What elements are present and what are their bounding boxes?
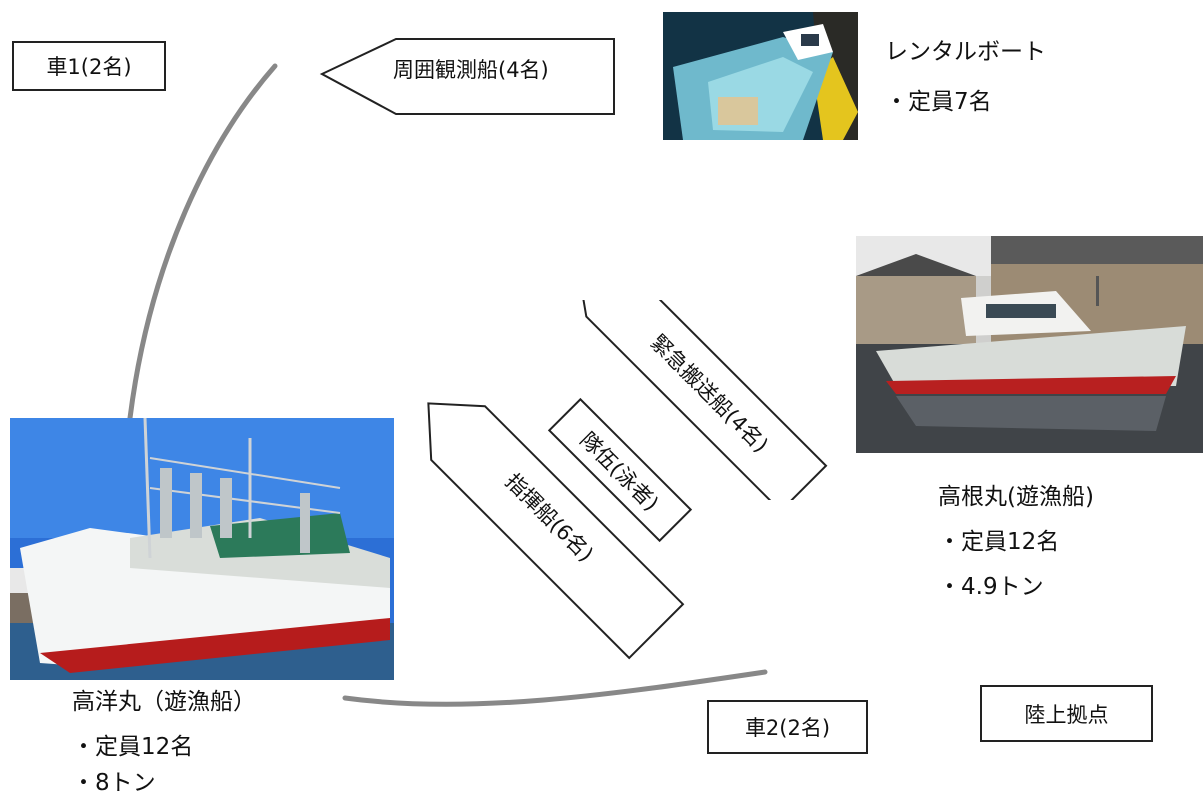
rental-boat-capacity: ・定員7名 (885, 89, 992, 115)
patrol-boat-label: 周囲観測船(4名) (393, 58, 549, 82)
route-line-koyo-to-car2 (342, 669, 768, 707)
takane-maru-capacity: ・定員12名 (938, 529, 1060, 555)
patrol-boat-arrow (319, 38, 615, 115)
car2-box: 車2(2名) (707, 700, 868, 754)
land-base-box: 陸上拠点 (980, 685, 1153, 742)
takane-maru-name: 高根丸(遊漁船) (938, 484, 1094, 510)
land-base-label: 陸上拠点 (1024, 702, 1109, 727)
car1-box: 車1(2名) (12, 41, 166, 91)
car1-label: 車1(2名) (46, 55, 132, 79)
rental-boat-name: レンタルボート (885, 39, 1046, 65)
takane-maru-tonnage: ・4.9トン (938, 574, 1044, 600)
koyo-maru-tonnage: ・8トン (72, 770, 156, 796)
koyo-maru-name: 高洋丸（遊漁船） (72, 689, 256, 715)
koyo-maru-capacity: ・定員12名 (72, 734, 194, 760)
command-boat-arrow (405, 370, 695, 670)
koyo-maru-photo (10, 418, 394, 680)
car2-label: 車2(2名) (744, 716, 831, 740)
route-line-koyo-to-car1 (127, 63, 278, 421)
swimmers-box (535, 390, 705, 550)
rental-boat-photo (663, 12, 858, 140)
takane-maru-photo (856, 236, 1203, 453)
